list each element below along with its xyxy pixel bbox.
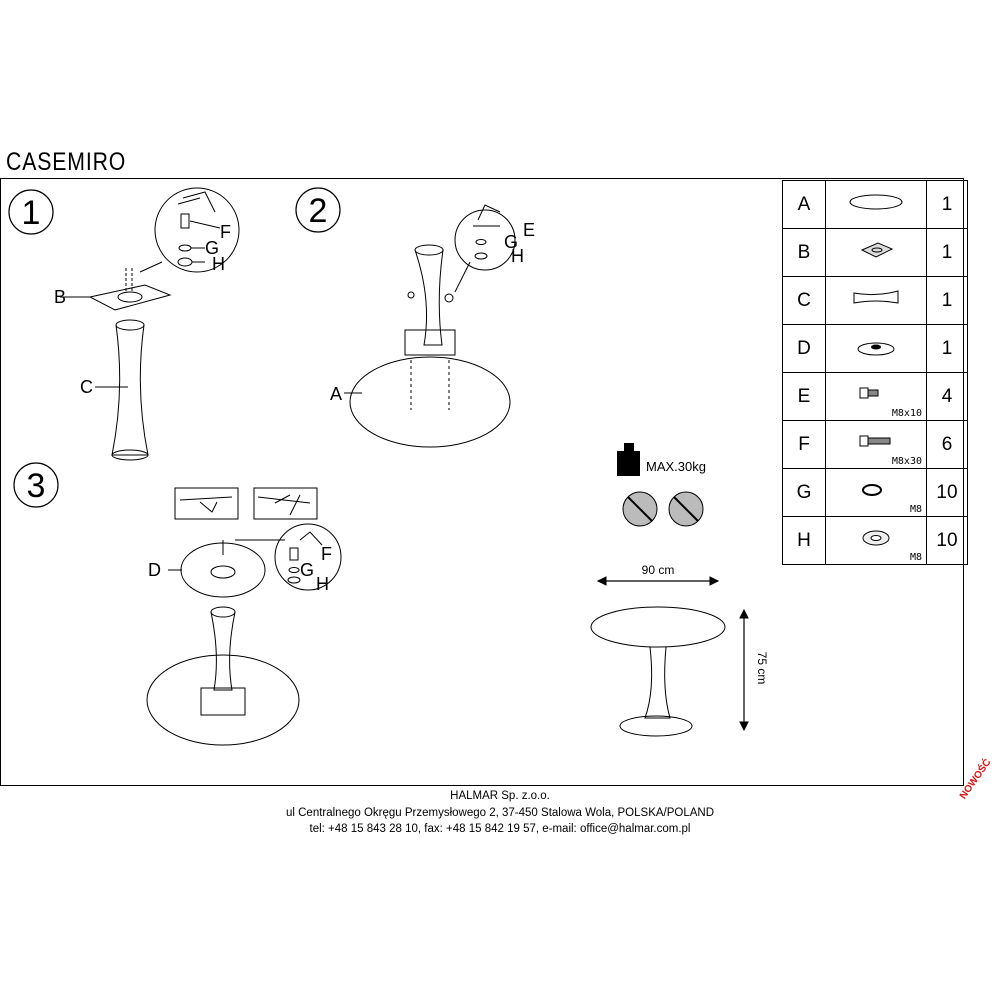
part-illustration: M8: [825, 516, 927, 565]
part-quantity: 10: [926, 516, 968, 565]
table-top-a: [146, 654, 300, 746]
svg-text:F: F: [220, 222, 231, 242]
part-code: D: [782, 324, 826, 373]
table-top-icon: [849, 194, 903, 210]
svg-text:G: G: [300, 560, 314, 580]
parts-row: E M8x10 4: [782, 372, 968, 421]
part-code: F: [782, 420, 826, 469]
part-illustration: M8x10: [825, 372, 927, 421]
svg-text:G: G: [205, 238, 219, 258]
mounting-plate-b: [88, 284, 172, 311]
part-code: H: [782, 516, 826, 565]
svg-text:H: H: [316, 574, 329, 594]
svg-text:2: 2: [309, 192, 328, 230]
part-size: M8: [909, 504, 922, 515]
mounting-plate-b: [404, 329, 456, 356]
part-code: A: [782, 180, 826, 229]
step-2-marker: 2: [295, 187, 341, 233]
flat-washer-icon: [862, 530, 890, 546]
footer-address: ul Centralnego Okręgu Przemysłowego 2, 3…: [285, 807, 715, 819]
part-illustration: [825, 276, 927, 325]
detail-bubble: [454, 209, 516, 271]
part-code: C: [782, 276, 826, 325]
part-quantity: 1: [926, 228, 968, 277]
parts-row: H M8 10: [782, 516, 968, 565]
detail-bubble: [274, 523, 342, 591]
mounting-plate-icon: [860, 242, 894, 258]
step-2-illustration: E G H A: [330, 204, 535, 448]
part-quantity: 10: [926, 468, 968, 517]
part-code: G: [782, 468, 826, 517]
part-illustration: [825, 228, 927, 277]
svg-text:1: 1: [22, 194, 41, 232]
document-title: CASEMIRO: [6, 148, 127, 176]
parts-row: G M8 10: [782, 468, 968, 517]
step-3-marker: 3: [13, 462, 59, 508]
part-quantity: 6: [926, 420, 968, 469]
base-disc-icon: [857, 342, 895, 356]
footer-company: HALMAR Sp. z.o.o.: [450, 790, 550, 802]
parts-row: F M8x30 6: [782, 420, 968, 469]
svg-text:B: B: [54, 287, 66, 307]
column-c: [111, 324, 149, 456]
hex-key-icon: [177, 191, 216, 213]
long-bolt-icon: [859, 435, 891, 447]
bolt-icon: [180, 213, 190, 229]
step-1-marker: 1: [8, 189, 54, 235]
step-1-illustration: F G H B C: [54, 187, 240, 461]
part-size: M8: [909, 552, 922, 563]
part-code: B: [782, 228, 826, 277]
part-illustration: [825, 324, 927, 373]
svg-text:H: H: [212, 254, 225, 274]
footer-contact: tel: +48 15 843 28 10, fax: +48 15 842 1…: [309, 823, 691, 835]
part-illustration: M8: [825, 468, 927, 517]
part-quantity: 4: [926, 372, 968, 421]
svg-text:A: A: [330, 384, 342, 404]
svg-text:H: H: [511, 246, 524, 266]
part-quantity: 1: [926, 276, 968, 325]
spring-washer-icon: [178, 244, 192, 252]
dimension-drawing: 90 cm 75 cm: [590, 563, 769, 737]
svg-text:75 cm: 75 cm: [755, 652, 769, 685]
column-icon: [853, 290, 899, 304]
svg-text:E: E: [523, 220, 535, 240]
detail-bubble: [154, 187, 240, 273]
part-size: M8x30: [891, 456, 922, 467]
svg-text:G: G: [504, 232, 518, 252]
short-bolt-icon: [859, 387, 879, 399]
svg-text:D: D: [148, 560, 161, 580]
spring-washer-icon: [862, 484, 882, 496]
inset-view-1: [174, 487, 239, 520]
part-code: E: [782, 372, 826, 421]
svg-text:90 cm: 90 cm: [642, 563, 675, 577]
weight-icon: [624, 443, 634, 452]
svg-text:3: 3: [27, 467, 46, 505]
part-quantity: 1: [926, 324, 968, 373]
svg-text:C: C: [80, 377, 93, 397]
inset-view-2: [253, 487, 318, 520]
step-3-illustration: D F G H: [146, 487, 342, 746]
svg-text:F: F: [321, 544, 332, 564]
table-top-a: [349, 356, 511, 448]
svg-text:MAX.30kg: MAX.30kg: [646, 459, 706, 474]
flat-washer-icon: [177, 257, 193, 267]
max-load-info: MAX.30kg: [617, 443, 706, 527]
part-illustration: M8x30: [825, 420, 927, 469]
part-size: M8x10: [891, 408, 922, 419]
part-quantity: 1: [926, 180, 968, 229]
part-illustration: [825, 180, 927, 229]
